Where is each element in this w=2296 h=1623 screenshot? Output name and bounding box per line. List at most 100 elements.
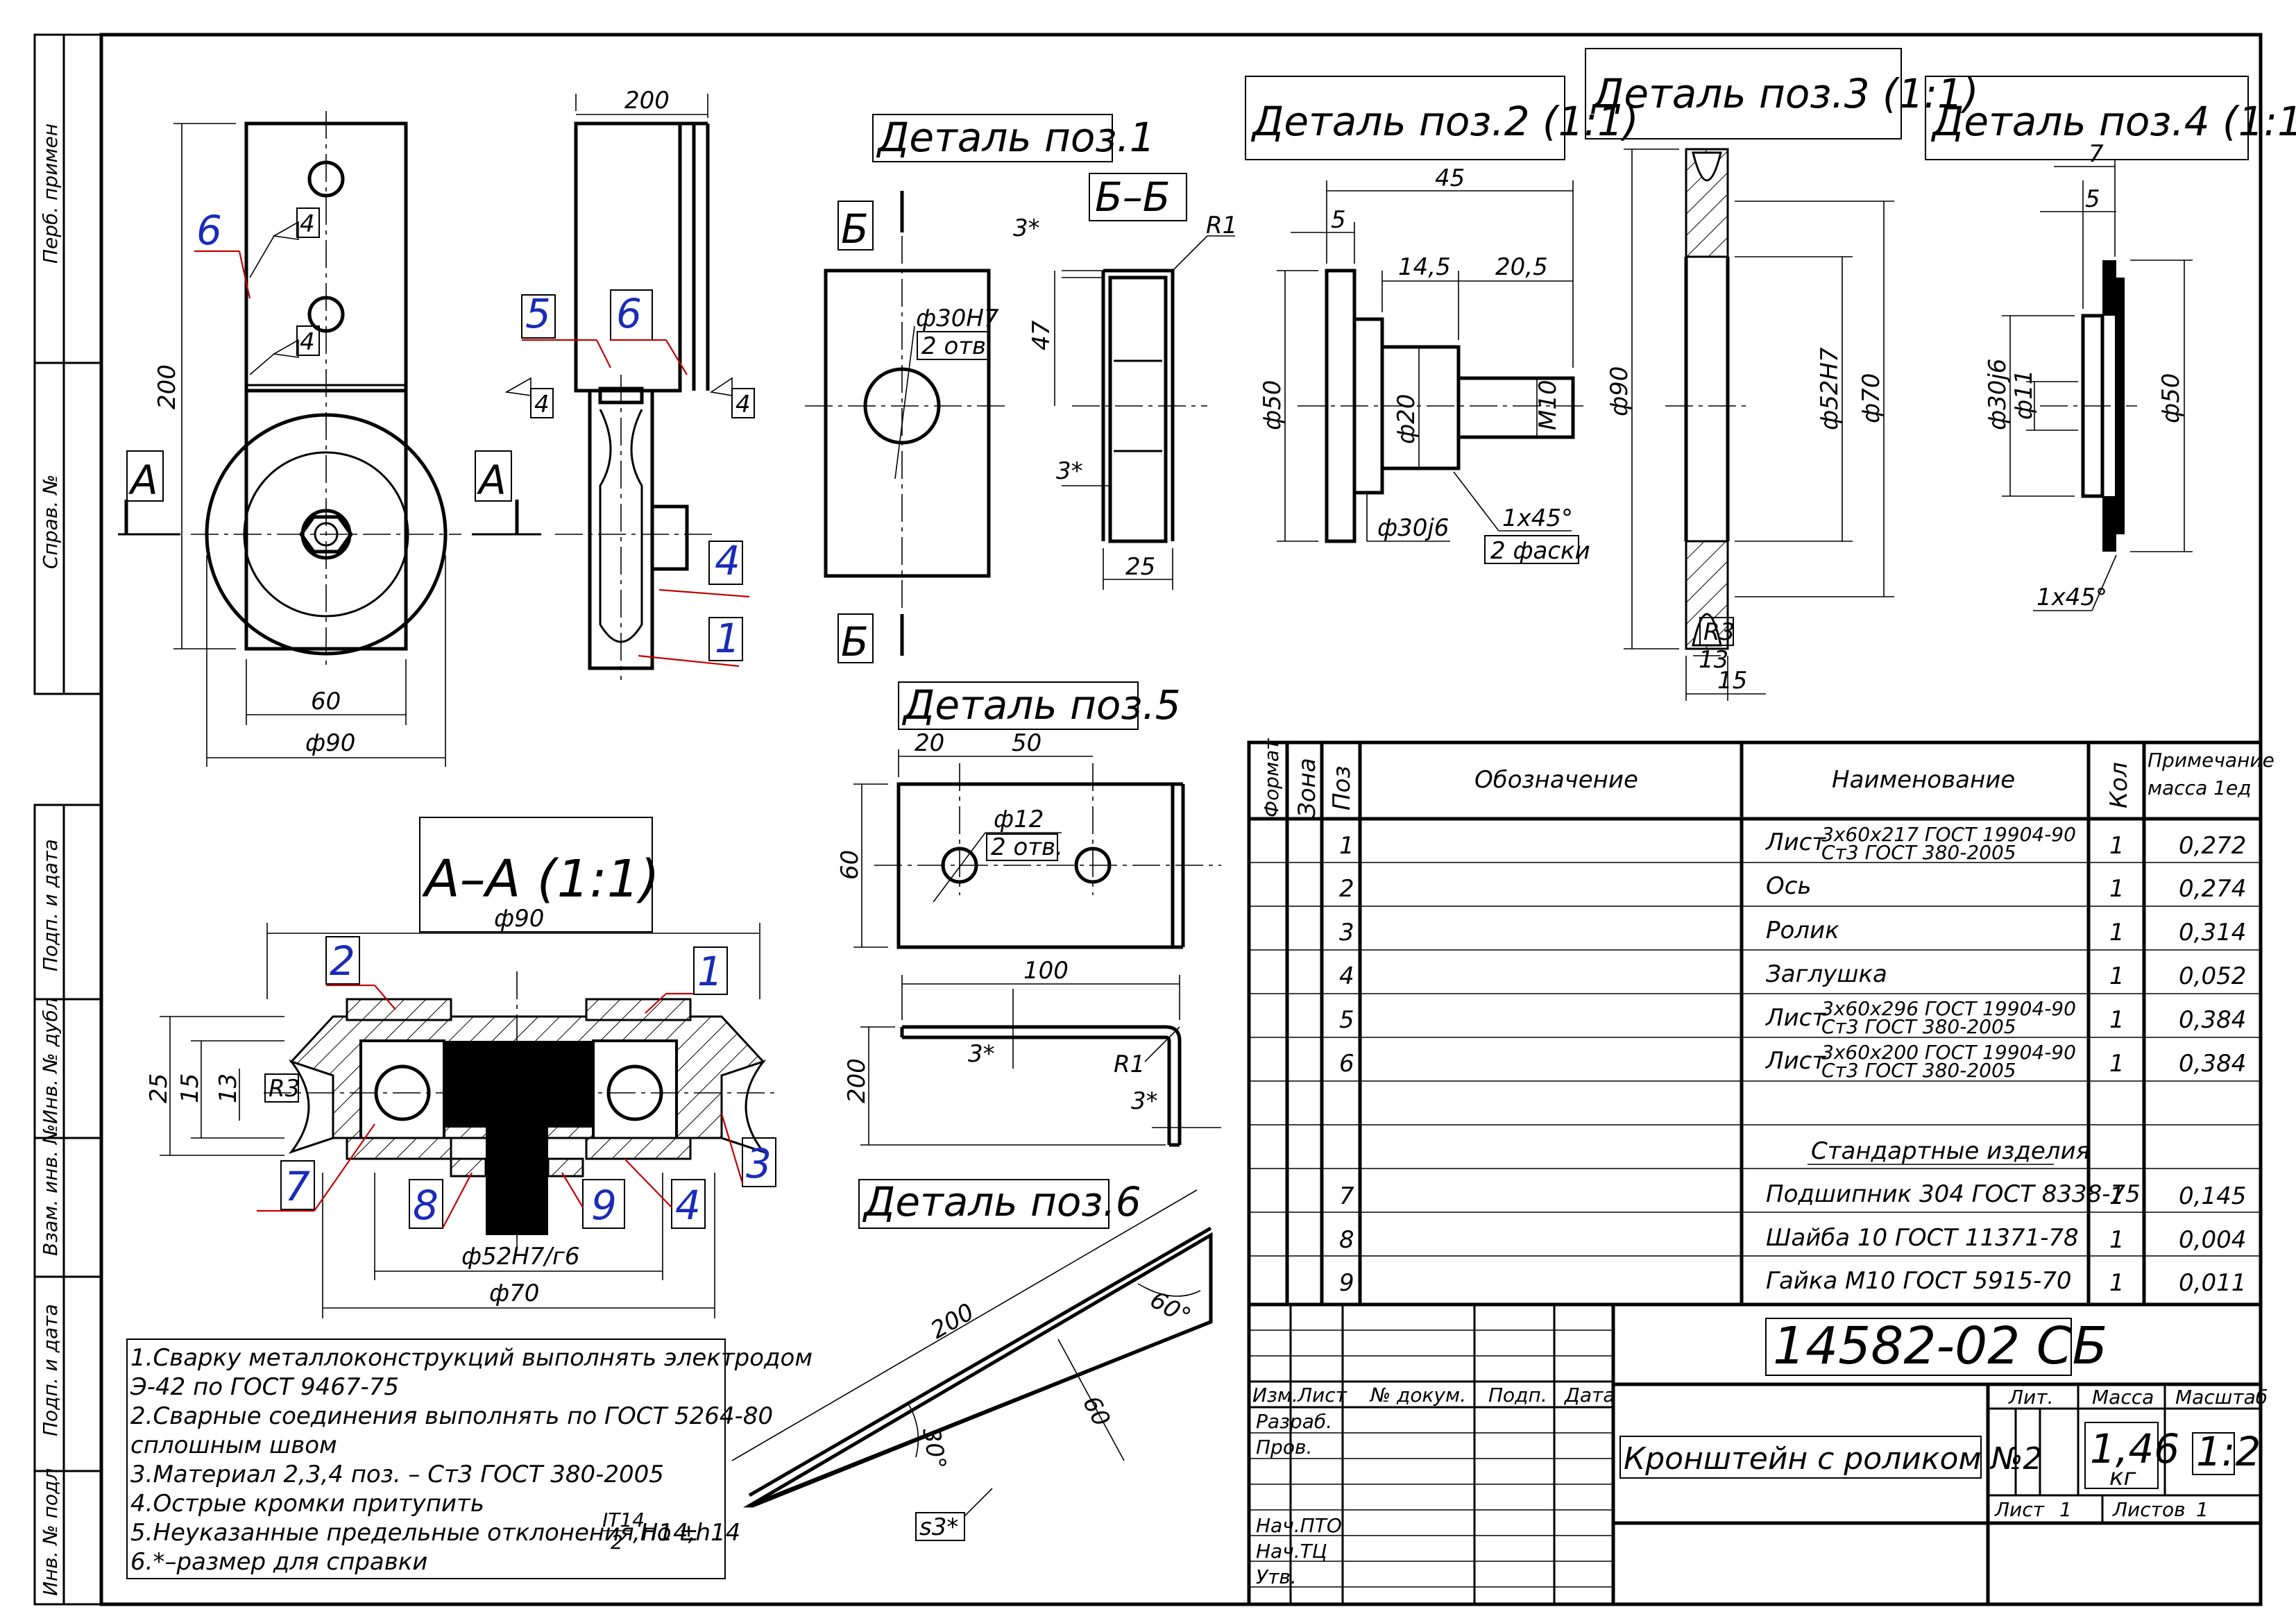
spec-table: Формат Зона Поз Обозначение Наименование… (1247, 738, 2274, 1307)
dim-15: 15 (176, 1073, 204, 1103)
header-mass: масса 1ед (2148, 776, 2252, 799)
hole-dim: ф12 (994, 806, 1044, 833)
view-a-label: А (128, 457, 158, 504)
section-aa-title: А–А (1:1) (422, 849, 660, 909)
dim-m10: М10 (1534, 380, 1562, 430)
tb-role: Утв. (1256, 1565, 1297, 1588)
dim-fit: ф52Н7/г6 (461, 1243, 579, 1271)
dim-13: 13 (214, 1073, 242, 1103)
row-mass: 0,384 (2179, 1050, 2246, 1078)
note-line: ,Н14,h14 (633, 1519, 740, 1547)
pos-3-label: 3 (746, 1140, 772, 1187)
pos-4-label: 4 (675, 1182, 701, 1229)
tb-scale-label: Масштаб (2175, 1386, 2268, 1409)
tb-col-header: № докум. (1369, 1384, 1466, 1407)
note-line: 2.Сварные соединения выполнять по ГОСТ 5… (130, 1402, 773, 1430)
side-label: Справ. № (39, 475, 62, 569)
note-line: 5.Неуказанные предельные отклонения по ± (130, 1519, 699, 1547)
row-name: Лист (1764, 829, 1826, 856)
dim-d70: ф70 (489, 1280, 539, 1307)
row-mass: 0,384 (2179, 1006, 2246, 1034)
dim-d70: ф70 (1857, 373, 1885, 423)
dim-d90: ф90 (1606, 366, 1633, 416)
dim-14-5: 14,5 (1398, 253, 1451, 281)
side-label: Подп. и дата (39, 839, 62, 971)
dim-r3: R3 (1703, 618, 1735, 646)
row-mass: 0,145 (2179, 1182, 2246, 1210)
row-mat: Ст3 ГОСТ 380-2005 (1821, 1015, 2016, 1038)
thickness-dim: 3* (1013, 214, 1040, 242)
thickness-note: s3* (919, 1513, 958, 1541)
dim-13: 13 (1699, 646, 1728, 674)
detail-5-title: Деталь поз.5 (901, 681, 1181, 729)
note-line: 4.Острые кромки притупить (130, 1490, 484, 1518)
weld-size: 4 (735, 391, 751, 418)
pos-4-label: 4 (715, 537, 740, 584)
row-mass: 0,272 (2179, 832, 2246, 860)
detail-3: Деталь поз.3 (1:1) ф90 ф52Н7 ф70 R3 13 1… (1585, 48, 1979, 701)
dim-100: 100 (1023, 957, 1069, 985)
header-format: Формат (1260, 738, 1283, 817)
row-pos: 5 (1339, 1006, 1354, 1034)
header-pos: Поз (1328, 766, 1356, 810)
chamfer-dim: 1х45° (2036, 584, 2107, 611)
tb-lit-label: Лит. (2008, 1386, 2053, 1409)
scale-value: 1:2 (2196, 1428, 2261, 1475)
detail-1: Деталь поз.1 Б Б ф30Н7 2 отв. Б–Б R1 3* … (805, 114, 1237, 665)
pos-5-label: 5 (525, 290, 551, 337)
thickness-dim: 3* (1056, 457, 1083, 485)
holes-note: 2 отв. (921, 332, 994, 360)
side-label: Инв. № дубл (39, 997, 62, 1124)
drawing-code: 14582-02 СБ (1773, 1316, 2107, 1376)
width-dim: 25 (1125, 553, 1155, 581)
dim-d20: ф20 (1393, 394, 1420, 444)
thickness-dim: 3* (968, 1040, 995, 1068)
row-qty: 1 (2109, 1050, 2125, 1078)
row-std: 3х60х217 ГОСТ 19904-90 (1821, 823, 2076, 846)
section-bb-title: Б–Б (1095, 173, 1171, 221)
row-qty: 1 (2109, 875, 2125, 903)
chamfer-dim: 1х45° (1502, 504, 1573, 532)
pos-1-label: 1 (697, 948, 723, 995)
tb-mass-label: Масса (2092, 1386, 2154, 1409)
row-std: 3х60х200 ГОСТ 19904-90 (1821, 1041, 2076, 1064)
detail-6-title: Деталь поз.6 (862, 1178, 1141, 1225)
dim-d52: ф52Н7 (1816, 347, 1844, 430)
row-name: Шайба 10 ГОСТ 11371-78 (1766, 1224, 2079, 1252)
row-qty: 1 (2109, 832, 2125, 860)
detail-2-title: Деталь поз.2 (1:1) (1250, 98, 1639, 145)
header-note: Примечание (2148, 749, 2274, 772)
standard-heading: Стандартные изделия (1811, 1137, 2090, 1165)
row-mass: 0,052 (2179, 962, 2246, 990)
tb-col-header: Изм. (1252, 1384, 1298, 1407)
note-line: 6.*–размер для справки (130, 1548, 427, 1576)
height-dim: 47 (1028, 320, 1055, 350)
row-mat: Ст3 ГОСТ 380-2005 (1821, 1059, 2016, 1082)
dim-5: 5 (2085, 185, 2100, 213)
pos-8-label: 8 (413, 1182, 439, 1229)
row-name: Лист (1764, 1047, 1826, 1075)
dim-60: 60 (1077, 1391, 1116, 1431)
tb-col-header: Подп. (1488, 1384, 1547, 1407)
dim-20-5: 20,5 (1495, 253, 1548, 281)
dim-15: 15 (1717, 667, 1747, 695)
pos-9-label: 9 (591, 1182, 617, 1229)
tb-role: Разраб. (1256, 1410, 1332, 1433)
pos-6-label: 6 (196, 207, 222, 254)
weld-size: 4 (300, 210, 315, 238)
tb-col-header: Лист (1297, 1384, 1347, 1407)
row-name: Лист (1764, 1004, 1826, 1032)
row-mat: Ст3 ГОСТ 380-2005 (1821, 841, 2016, 864)
dim-d90: ф90 (494, 905, 544, 933)
header-name: Наименование (1832, 766, 2015, 794)
side-label: Инв. № подл (39, 1468, 62, 1596)
row-name: Ролик (1766, 917, 1839, 944)
row-qty: 1 (2109, 1182, 2125, 1210)
note-fraction-den: 2 (611, 1531, 623, 1554)
row-mass: 0,004 (2179, 1226, 2246, 1254)
dim-r3: R3 (269, 1075, 300, 1103)
row-qty: 1 (2109, 962, 2125, 990)
dim-200: 200 (843, 1058, 871, 1103)
radius-dim: R1 (1114, 1051, 1145, 1078)
row-name: Подшипник 304 ГОСТ 8338-75 (1766, 1180, 2141, 1208)
